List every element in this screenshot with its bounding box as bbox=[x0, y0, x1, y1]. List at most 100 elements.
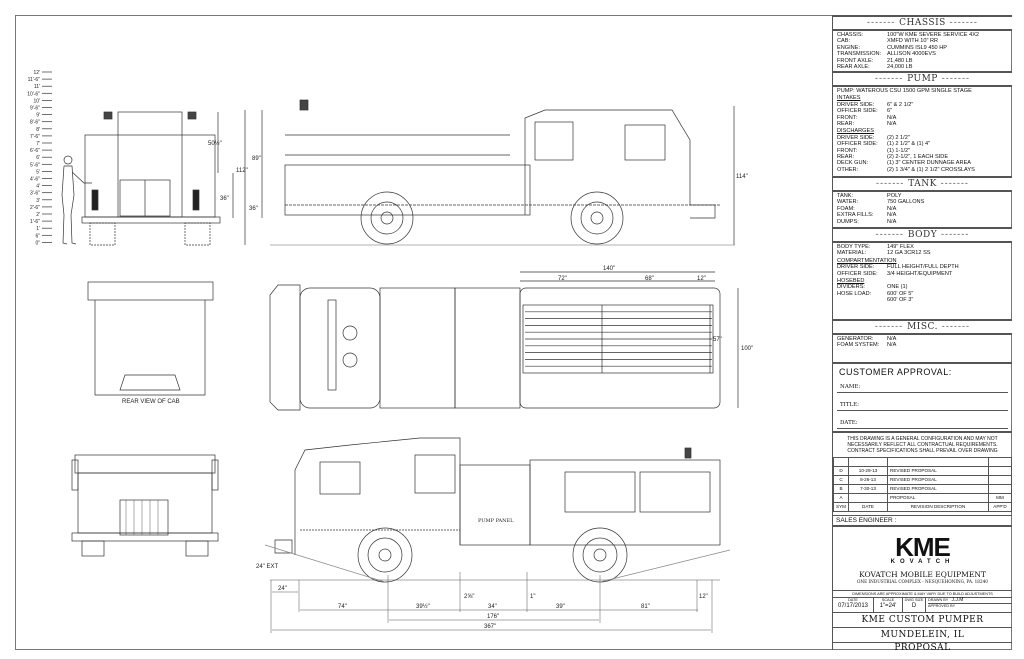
chassis-value: 100"W KME SEVERE SERVICE 4X2 bbox=[887, 32, 980, 38]
drawn-by: J.J.M bbox=[951, 597, 964, 603]
intake-value: 6" & 2 1/2" bbox=[887, 101, 914, 108]
rev-desc: PROPOSAL bbox=[887, 493, 989, 503]
rev-desc: REVISED PROPOSAL bbox=[887, 466, 989, 476]
dim-pump-gap: 2⅝" bbox=[464, 594, 474, 600]
discharge-value: (1) 3" CENTER DUNNAGE AREA bbox=[887, 160, 972, 167]
discharge-value: (2) 1 3/4" & (1) 2 1/2" CROSSLAYS bbox=[887, 166, 975, 173]
discharge-key: REAR: bbox=[837, 154, 855, 161]
body-key: MATERIAL: bbox=[837, 250, 867, 257]
hosebed-row: DIVIDERS:ONE (1) bbox=[837, 284, 1009, 290]
scale-label: 3' bbox=[36, 198, 40, 204]
hosebed-row: HOSE LOAD:600' OF 5" bbox=[837, 291, 1009, 297]
compartmentation-title: COMPARTMENTATION bbox=[837, 257, 897, 264]
chassis-row: FRONT AXLE:21,480 LB bbox=[837, 58, 1009, 64]
hosebed-title: HOSEBED bbox=[837, 278, 865, 285]
hosebed-key: DIVIDERS: bbox=[837, 284, 865, 291]
pump-line: PUMP: WATEROUS CSU 1500 GPM SINGLE STAGE bbox=[837, 88, 972, 94]
intake-row: OFFICER SIDE: 6" bbox=[837, 108, 1009, 114]
misc-key: GENERATOR: bbox=[837, 336, 874, 342]
body-row: MATERIAL:12 GA 3CR12 SS bbox=[837, 250, 1009, 256]
side-view-officer bbox=[264, 437, 731, 583]
chassis-value: 24,000 LB bbox=[887, 64, 913, 71]
chassis-key: CAB: bbox=[837, 38, 851, 45]
chassis-row: REAR AXLE:24,000 LB bbox=[837, 64, 1009, 70]
intakes-title: INTAKES bbox=[837, 95, 861, 102]
chassis-value: CUMMINS ISL9 450 HP bbox=[887, 44, 947, 51]
intake-key: OFFICER SIDE: bbox=[837, 108, 878, 115]
dim-bumper: 24" bbox=[278, 586, 287, 592]
discharges-title: DISCHARGES bbox=[837, 128, 874, 135]
dim-rear-upper: 50½" bbox=[208, 140, 222, 147]
company-address: ONE INDUSTRIAL COMPLEX - NESQUEHONING, P… bbox=[857, 579, 988, 584]
tank-value: POLY bbox=[887, 193, 902, 199]
chassis-key: FRONT AXLE: bbox=[837, 57, 874, 64]
tank-key: TANK: bbox=[837, 193, 854, 199]
rev-appd bbox=[988, 466, 1012, 476]
tank-header-label: TANK bbox=[908, 179, 937, 189]
scale-label: 8' bbox=[36, 127, 40, 133]
discharge-key: OTHER: bbox=[837, 166, 859, 173]
dim-pump-to-axle: 39" bbox=[556, 604, 565, 610]
intake-value: N/A bbox=[887, 114, 897, 121]
rev-appd: MM bbox=[988, 493, 1012, 503]
rev-header-sym: SYM bbox=[833, 502, 849, 512]
approval-date-field[interactable]: DATE: bbox=[837, 411, 1008, 430]
pump-header-label: PUMP bbox=[907, 74, 938, 84]
scale-label: 7'-6" bbox=[30, 134, 40, 140]
tank-row: EXTRA FILLS:N/A bbox=[837, 212, 1009, 218]
sales-engineer: SALES ENGINEER : bbox=[833, 515, 1012, 525]
discharge-value: (1) 1-1/2" bbox=[887, 147, 911, 154]
discharge-value: (2) 2-1/2", 1 EACH SIDE bbox=[887, 154, 949, 161]
tank-row: FOAM:N/A bbox=[837, 206, 1009, 212]
scale-label: 4'-6" bbox=[30, 177, 40, 183]
intake-value: 6" bbox=[887, 108, 893, 115]
chassis-key: TRANSMISSION: bbox=[837, 51, 882, 58]
misc-row: GENERATOR: N/A bbox=[837, 336, 1009, 342]
chassis-row: CAB:XMFD WITH 10" RR bbox=[837, 38, 1009, 44]
top-view bbox=[269, 271, 739, 411]
approved-by-label: APPROVED BY bbox=[928, 603, 1012, 609]
discharge-row: OFFICER SIDE:(1) 2 1/2" & (1) 4" bbox=[837, 141, 1009, 147]
drawn-by-label: DRAWN BY bbox=[928, 598, 949, 602]
rev-sym: C bbox=[833, 475, 849, 485]
rev-appd bbox=[988, 475, 1012, 485]
rear-view bbox=[81, 111, 234, 246]
dim-side-overall-height: 112" bbox=[236, 168, 248, 174]
approval-name-field[interactable]: NAME: bbox=[837, 375, 1008, 394]
compartment-row: OFFICER SIDE: 3/4 HEIGHT/EQUIPMENT bbox=[837, 271, 1009, 277]
rev-date: 7-30-13 bbox=[848, 484, 888, 494]
compartment-value: 3/4 HEIGHT/EQUIPMENT bbox=[887, 270, 953, 277]
misc-value: N/A bbox=[887, 336, 897, 342]
kme-logo: KME bbox=[895, 532, 951, 562]
drawing-scale: 1"=24' bbox=[879, 603, 897, 609]
misc-value: N/A bbox=[887, 342, 897, 349]
intake-row: DRIVER SIDE:6" & 2 1/2" bbox=[837, 102, 1009, 108]
discharge-key: DRIVER SIDE: bbox=[837, 134, 875, 141]
chassis-row: TRANSMISSION: ALLISON 4000EVS bbox=[837, 51, 1009, 57]
tank-key: FOAM: bbox=[837, 205, 855, 212]
discharge-value: (1) 2 1/2" & (1) 4" bbox=[887, 141, 931, 148]
rev-date bbox=[848, 493, 888, 503]
rev-header-desc: REVISION DESCRIPTION bbox=[887, 502, 989, 512]
drawing-area: 12'11'-6"11'10'-6"10'9'-6"9'8'-6"8'7'-6"… bbox=[27, 70, 753, 633]
approval-title-field[interactable]: TITLE: bbox=[837, 393, 1008, 412]
company-logo-block: KME KOVATCH KOVATCH MOBILE EQUIPMENT ONE… bbox=[833, 525, 1012, 592]
chassis-key: ENGINE: bbox=[837, 44, 861, 51]
intake-value: N/A bbox=[887, 121, 897, 128]
discharge-row: OTHER: (2) 1 3/4" & (1) 2 1/2" CROSSLAYS bbox=[837, 167, 1009, 173]
tank-row: WATER:750 GALLONS bbox=[837, 199, 1009, 205]
hosebed-key bbox=[837, 297, 887, 303]
rev-desc: REVISED PROPOSAL bbox=[887, 475, 989, 485]
tank-value: N/A bbox=[887, 218, 897, 225]
chassis-key: CHASSIS: bbox=[837, 32, 864, 38]
compartment-key: OFFICER SIDE: bbox=[837, 270, 878, 277]
chassis-value: ALLISON 4000EVS bbox=[887, 51, 936, 58]
rear-view-of-cab-label: REAR VIEW OF CAB bbox=[122, 399, 180, 405]
discharge-row: FRONT:(1) 1-1/2" bbox=[837, 148, 1009, 154]
height-scale: 12'11'-6"11'10'-6"10'9'-6"9'8'-6"8'7'-6"… bbox=[27, 70, 52, 246]
scale-label: 9' bbox=[36, 113, 40, 119]
discharge-row: REAR: (2) 2-1/2", 1 EACH SIDE bbox=[837, 154, 1009, 160]
